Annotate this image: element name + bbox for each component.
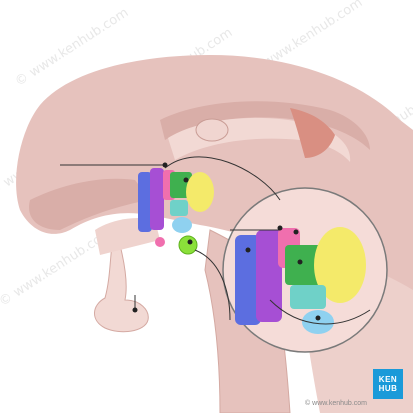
nucleus-purple (150, 168, 164, 230)
inset-nucleus-lightblue (302, 310, 334, 334)
nucleus-pink-small (155, 237, 165, 247)
inset-connector-top (164, 156, 281, 201)
inset-nucleus-purple (256, 230, 282, 322)
leader-dot (315, 315, 321, 321)
leader-dot (245, 247, 251, 253)
inset-nucleus-green (285, 245, 323, 285)
leader-dot (162, 162, 168, 168)
leader-line (269, 299, 371, 325)
leader-dot (132, 307, 138, 313)
inset-connector-bottom (194, 249, 231, 321)
leader-dot (183, 177, 189, 183)
frontal-base (29, 178, 151, 230)
copyright-credit: © www.kenhub.com (305, 400, 367, 407)
interthalamic-adhesion (195, 118, 229, 142)
inset-nucleus-yellow (314, 227, 366, 303)
logo-line-1: KEN (378, 375, 398, 384)
leader-dot (297, 259, 303, 265)
kenhub-logo: KEN HUB (373, 369, 403, 399)
leader-dot (277, 225, 283, 231)
inset-nuclei (235, 227, 366, 334)
hypothalamic-nuclei-cluster (138, 168, 214, 255)
nucleus-lightblue (172, 217, 192, 233)
leader-dot (187, 239, 193, 245)
nucleus-yellow (186, 172, 214, 212)
corpus-callosum (160, 101, 370, 150)
pituitary-stalk (94, 244, 149, 333)
nucleus-teal (170, 200, 188, 216)
highlighted-nucleus (178, 235, 198, 255)
inset-nucleus-blue (235, 235, 261, 325)
logo-line-2: HUB (378, 384, 398, 393)
fornix (290, 108, 335, 158)
nucleus-blue (138, 172, 152, 232)
leader-dot (293, 229, 299, 235)
inset-nucleus-teal (290, 285, 326, 309)
